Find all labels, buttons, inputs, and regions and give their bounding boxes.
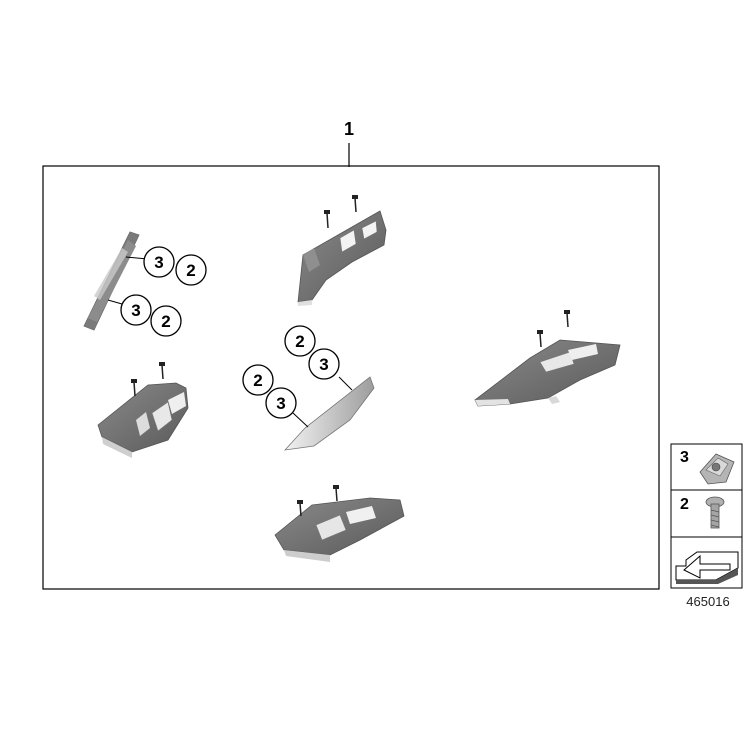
trim-strip-center: [283, 376, 375, 451]
screw-icon: [705, 496, 725, 529]
bracket-part-right: [474, 310, 621, 407]
callout: 3: [143, 246, 175, 278]
arrow-icon: [675, 551, 739, 584]
svg-text:2: 2: [253, 371, 262, 390]
screw-icon: [537, 330, 543, 348]
svg-text:2: 2: [161, 312, 170, 331]
clip-nut-icon: [699, 453, 735, 485]
callout: 3: [120, 294, 152, 326]
legend-number: 3: [680, 449, 689, 466]
drawing-number: 465016: [686, 594, 729, 609]
callout: 2: [284, 325, 316, 357]
callout: 2: [175, 254, 207, 286]
screw-icon: [564, 310, 570, 328]
legend-number: 2: [680, 496, 689, 513]
assembly-number: 1: [344, 119, 354, 139]
screw-icon: [159, 362, 165, 380]
assembly-frame: [42, 165, 660, 590]
panel-part-upper-left: [83, 231, 149, 331]
svg-text:3: 3: [319, 355, 328, 374]
bracket-part-bottom-center: [274, 485, 405, 562]
screw-icon: [131, 379, 137, 397]
callout: 3: [308, 348, 340, 380]
screw-icon: [297, 500, 303, 517]
svg-text:3: 3: [154, 253, 163, 272]
svg-text:3: 3: [131, 301, 140, 320]
bracket-part-mid-left: [97, 362, 189, 458]
callout: 3: [265, 387, 297, 419]
svg-text:2: 2: [295, 332, 304, 351]
screw-icon: [333, 485, 339, 502]
screw-icon: [324, 210, 330, 229]
screw-icon: [352, 195, 358, 213]
svg-text:3: 3: [276, 394, 285, 413]
bracket-part-top-center: [297, 195, 387, 306]
callout: 2: [242, 364, 274, 396]
svg-text:2: 2: [186, 261, 195, 280]
callout: 2: [150, 305, 182, 337]
parts-legend: 3 2: [670, 443, 743, 589]
